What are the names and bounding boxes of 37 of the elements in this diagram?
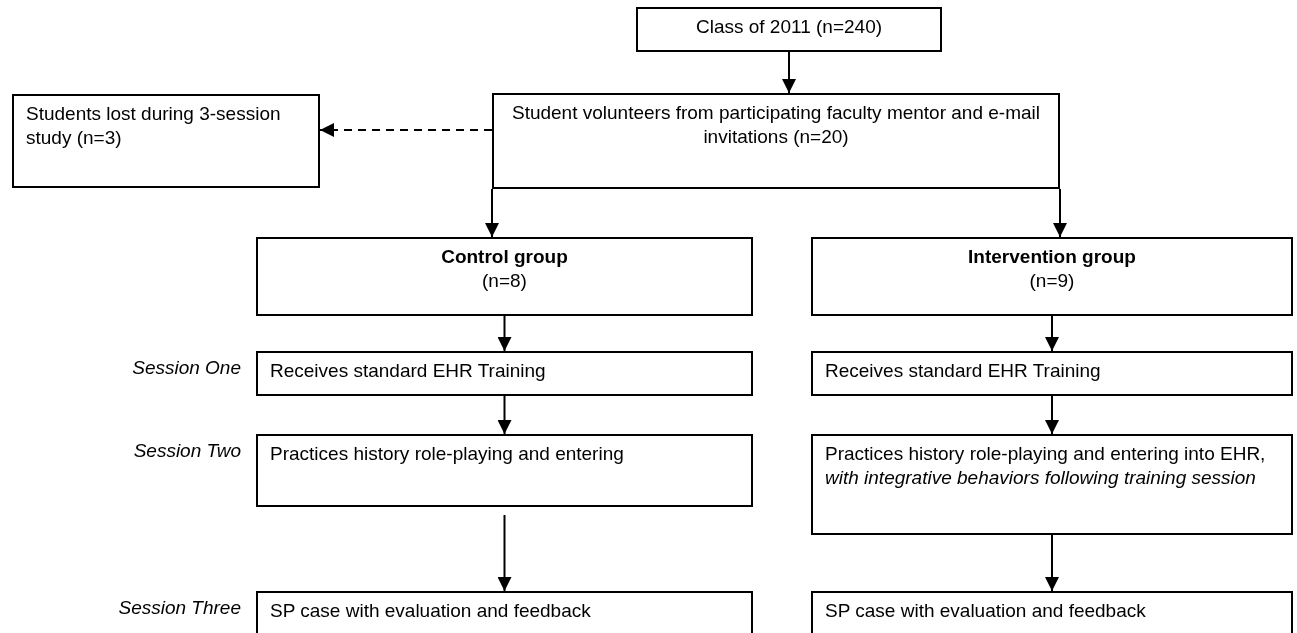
- exclusion-box: [12, 94, 320, 188]
- arrow: [782, 51, 796, 94]
- arrow: [1045, 395, 1059, 435]
- session-label: Session Two: [132, 440, 241, 462]
- arrow: [485, 188, 499, 238]
- arrow: [497, 514, 512, 592]
- process-box: [256, 591, 753, 633]
- box-text: SP case with evaluation and feedback: [825, 599, 1147, 623]
- arrow: [497, 315, 512, 352]
- process-box: [811, 434, 1293, 535]
- group-heading: Control group: [440, 245, 569, 269]
- process-box: [811, 591, 1293, 633]
- process-box: [492, 93, 1060, 189]
- group-count: (n=9): [1028, 268, 1076, 293]
- arrow: [497, 395, 512, 435]
- box-text: Practices history role-playing and entering: [270, 442, 625, 466]
- process-box: [256, 434, 753, 507]
- process-box: [811, 351, 1293, 396]
- arrow: [1053, 188, 1067, 238]
- box-text: SP case with evaluation and feedback: [270, 599, 592, 623]
- arrow: [1045, 315, 1059, 352]
- group-box: [811, 237, 1293, 316]
- group-count: (n=8): [481, 268, 528, 293]
- group-box: [256, 237, 753, 316]
- box-text: Receives standard EHR Training: [270, 359, 547, 383]
- dashed-arrow: [319, 123, 493, 137]
- arrow: [1045, 534, 1059, 592]
- box-text: Students lost during 3-session study (n=3): [26, 102, 282, 150]
- process-box: [256, 351, 753, 396]
- box-text: Practices history role-playing and entering into EHR, with integrative behaviors following training session: [825, 442, 1267, 490]
- box-text: Receives standard EHR Training: [825, 359, 1102, 383]
- group-heading: Intervention group: [967, 245, 1137, 269]
- session-label: Session Three: [117, 597, 241, 619]
- session-label: Session One: [131, 357, 241, 379]
- box-text: Student volunteers from participating faculty mentor and e-mail invitations (n=20): [510, 101, 1041, 149]
- box-text: Class of 2011 (n=240): [694, 15, 884, 39]
- process-box: [636, 7, 942, 52]
